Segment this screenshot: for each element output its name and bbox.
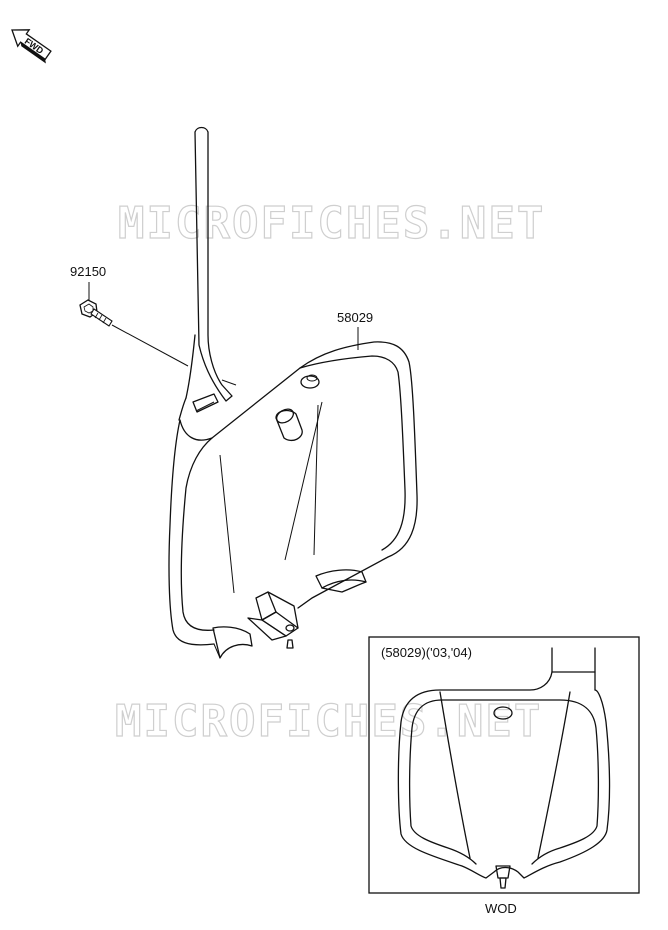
watermark-bottom: MICROFICHES.NET — [115, 696, 542, 747]
inset-footer: WOD — [485, 901, 517, 916]
number-plate-drawing — [168, 126, 418, 659]
leader-line-bolt — [111, 324, 189, 367]
inset-frame — [368, 636, 640, 894]
fwd-arrow-icon: FWD — [11, 29, 52, 64]
watermark-top: MICROFICHES.NET — [118, 198, 545, 249]
bolt-icon — [79, 299, 113, 327]
inset-plate-drawing — [397, 647, 611, 889]
part-number-plate: 58029 — [337, 310, 373, 325]
inset-caption: (58029)('03,'04) — [381, 645, 472, 660]
part-number-bolt: 92150 — [70, 264, 106, 279]
